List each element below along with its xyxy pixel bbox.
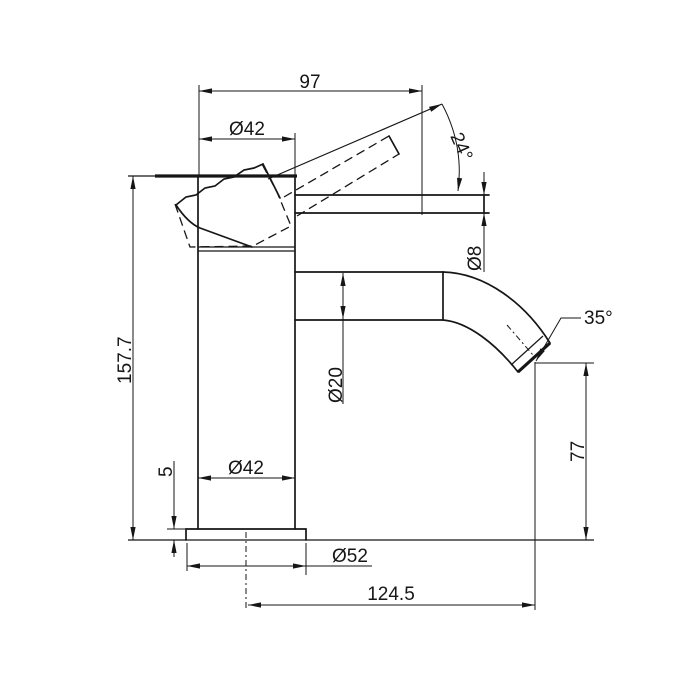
dim-35-arrowhead — [536, 348, 545, 361]
dim-20-arrowheads — [340, 273, 346, 319]
dim-42-top-label: Ø42 — [229, 119, 265, 140]
dim-24-reference-line — [267, 103, 443, 180]
dim-20-label: Ø20 — [326, 367, 347, 403]
dim-24-arrowheads — [429, 104, 463, 191]
dim-42-bottom-label: Ø42 — [228, 458, 264, 479]
dim-35-leader-line — [535, 317, 581, 362]
dim-52-arrowheads — [187, 563, 306, 569]
dim-124-label: 124.5 — [367, 584, 415, 605]
dim-20: Ø20 — [326, 273, 347, 404]
dim-5: 5 — [156, 461, 186, 557]
handle-assembly — [174, 135, 490, 248]
dim-8-arrowheads — [481, 182, 487, 226]
spout-aerator-line — [510, 335, 544, 366]
base-flange — [128, 528, 594, 610]
dim-5-label: 5 — [156, 466, 177, 477]
dim-77: 77 — [535, 362, 594, 540]
dim-97-label: 97 — [299, 72, 320, 93]
dim-8: Ø8 — [465, 172, 487, 272]
spout-outer-curve — [442, 271, 551, 344]
handle-cap-hidden-outline — [174, 163, 292, 248]
dim-124: 124.5 — [248, 362, 536, 610]
dim-52-label: Ø52 — [332, 546, 368, 567]
dim-42-top: Ø42 — [199, 119, 296, 176]
dim-5-arrowheads — [171, 516, 177, 553]
spout-outlet-face — [516, 341, 552, 374]
dim-157: 157.7 — [115, 176, 136, 540]
dim-35-label: 35° — [584, 308, 613, 329]
dim-97: 97 — [198, 72, 423, 215]
dim-157-label: 157.7 — [115, 336, 136, 384]
dim-97-ext-lines — [198, 85, 423, 215]
dim-52: Ø52 — [186, 543, 372, 575]
handle-cap-bottom-edge — [175, 204, 253, 248]
lever-raised-end-cap — [388, 135, 400, 155]
outlet-centerline — [506, 324, 534, 356]
faucet-body — [128, 174, 297, 530]
spout — [294, 271, 552, 374]
dim-77-label: 77 — [568, 441, 589, 462]
dim-35-leader: 35° — [535, 308, 613, 362]
dim-42-bottom: Ø42 — [198, 458, 295, 481]
lever-raised-top-hidden — [283, 135, 390, 198]
dim-24-label: 24° — [445, 129, 476, 164]
dim-8-label: Ø8 — [465, 246, 486, 271]
spout-inner-curve — [442, 319, 519, 373]
lever-raised-bottom-hidden — [296, 153, 400, 217]
dim-24-angle: 24° — [267, 103, 476, 192]
flange-outline — [185, 528, 307, 541]
handle-cap-top-edge — [175, 163, 264, 206]
